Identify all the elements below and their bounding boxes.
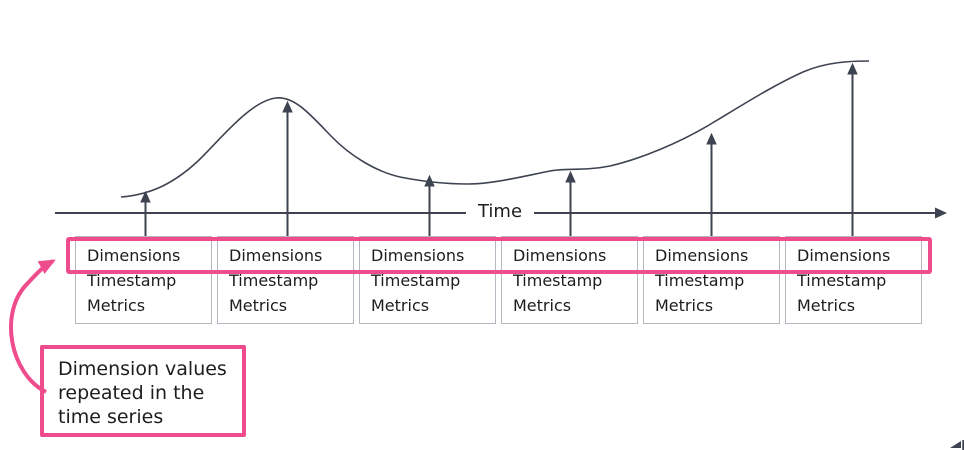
record-field-dimensions: Dimensions — [371, 246, 465, 265]
record-field-dimensions: Dimensions — [229, 246, 323, 265]
record-field-timestamp: Timestamp — [371, 271, 461, 290]
record-field-metrics: Metrics — [371, 296, 430, 315]
record-field-timestamp: Timestamp — [513, 271, 603, 290]
record-box: Dimensions Timestamp Metrics — [501, 236, 638, 324]
record-field-metrics: Metrics — [87, 296, 146, 315]
time-series-curve — [120, 60, 870, 198]
record-field-timestamp: Timestamp — [87, 271, 177, 290]
record-field-metrics: Metrics — [229, 296, 288, 315]
record-field-metrics: Metrics — [513, 296, 572, 315]
record-box: Dimensions Timestamp Metrics — [785, 236, 922, 324]
time-axis-label: Time — [477, 201, 523, 222]
data-point-arrow — [424, 174, 435, 236]
record-field-metrics: Metrics — [797, 296, 856, 315]
record-box: Dimensions Timestamp Metrics — [643, 236, 780, 324]
dimensions-row-highlight — [66, 237, 932, 274]
clipped-corner-mark — [950, 440, 964, 450]
data-point-arrow — [706, 132, 717, 236]
record-field-timestamp: Timestamp — [797, 271, 887, 290]
data-point-arrow — [282, 100, 293, 236]
record-field-dimensions: Dimensions — [87, 246, 181, 265]
record-box: Dimensions Timestamp Metrics — [359, 236, 496, 324]
record-field-dimensions: Dimensions — [655, 246, 749, 265]
record-field-dimensions: Dimensions — [797, 246, 891, 265]
callout-box: Dimension values repeated in the time se… — [40, 345, 246, 437]
data-point-arrow — [140, 190, 151, 236]
callout-text: Dimension values repeated in the time se… — [58, 358, 227, 428]
record-field-dimensions: Dimensions — [513, 246, 607, 265]
axis-right-arrow-icon — [935, 207, 947, 219]
record-box: Dimensions Timestamp Metrics — [75, 236, 212, 324]
data-point-arrow — [847, 62, 858, 236]
record-box: Dimensions Timestamp Metrics — [217, 236, 354, 324]
data-point-arrow — [565, 170, 576, 236]
record-field-metrics: Metrics — [655, 296, 714, 315]
record-field-timestamp: Timestamp — [655, 271, 745, 290]
record-field-timestamp: Timestamp — [229, 271, 319, 290]
